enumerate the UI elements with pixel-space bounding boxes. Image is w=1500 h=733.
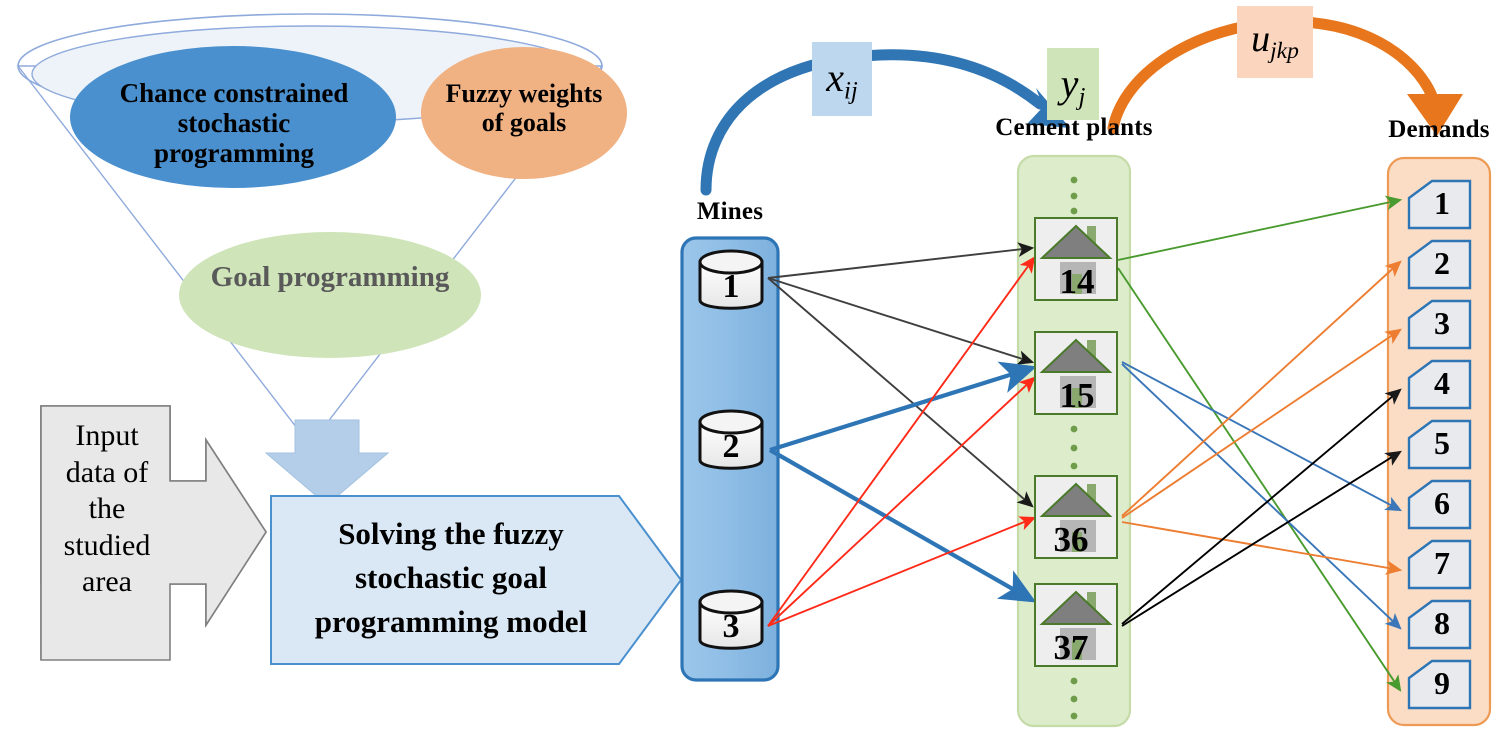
- link-plant15-demand6: [1121, 361, 1403, 512]
- link-mine2-plant15: [769, 361, 1037, 453]
- demand-label-8: 8: [1434, 605, 1450, 641]
- input-data-arrow-final: [40, 405, 267, 661]
- demand-label-9: 9: [1434, 665, 1450, 701]
- variable-label-u-jkp: ujkp: [1251, 18, 1299, 65]
- plant-label-37: 37: [1053, 628, 1089, 667]
- plants-ellipsis-top: [1070, 176, 1078, 215]
- demand-label-1: 1: [1434, 185, 1450, 221]
- demand-node-1: [1407, 179, 1472, 230]
- plant-node-36[interactable]: [1034, 475, 1118, 559]
- demand-label-4: 4: [1434, 365, 1450, 401]
- link-mine3-plant36: [767, 516, 1037, 627]
- plants-ellipsis-bottom: [1070, 677, 1078, 720]
- ellipse-fuzzy-label: Fuzzy weights of goals: [445, 79, 603, 138]
- ellipse-chance-label: Chance constrained stochastic programmin…: [119, 78, 349, 169]
- demand-node-4: [1407, 359, 1472, 410]
- plant-label-15: 15: [1059, 376, 1095, 415]
- link-plant37-demand5: [1121, 450, 1402, 627]
- mine-label-3: 3: [722, 608, 740, 645]
- link-plant36-demand2: [1121, 260, 1402, 517]
- link-plant37-demand4: [1121, 388, 1402, 625]
- demand-node-7: [1407, 539, 1472, 590]
- link-mine1-plant15: [767, 277, 1035, 365]
- demand-label-7: 7: [1434, 545, 1450, 581]
- link-mine2-plant37: [768, 448, 1037, 603]
- demand-label-2: 2: [1434, 245, 1450, 281]
- variable-label-x-ij: xij: [826, 55, 858, 105]
- link-plant36-demand3: [1121, 328, 1402, 519]
- link-mine3-plant15: [767, 376, 1036, 627]
- plant-node-37[interactable]: [1034, 583, 1118, 667]
- demands-title: Demands: [1388, 116, 1490, 143]
- plant-label-36: 36: [1053, 520, 1089, 559]
- plant-node-15[interactable]: [1034, 331, 1118, 415]
- ellipse-chance-constrained: [70, 46, 396, 188]
- link-plant14-demand1: [1117, 195, 1403, 261]
- mine-label-1: 1: [722, 268, 740, 305]
- demand-label-6: 6: [1434, 485, 1450, 521]
- link-plant14-demand9: [1117, 267, 1402, 692]
- demand-node-8: [1407, 599, 1472, 650]
- mine-label-2: 2: [722, 428, 740, 465]
- cement-plants-title: Cement plants: [995, 114, 1153, 141]
- mine-node-1[interactable]: [698, 249, 764, 310]
- demand-node-5: [1407, 419, 1472, 470]
- ellipse-goal-programming: [179, 232, 481, 358]
- mine-node-3[interactable]: [698, 589, 764, 650]
- plants-ellipsis-mid: [1070, 425, 1078, 470]
- input-data-label: Input data of the studied area: [63, 419, 151, 599]
- demand-node-2: [1407, 239, 1472, 290]
- demand-label-3: 3: [1434, 305, 1450, 341]
- demand-node-3: [1407, 299, 1472, 350]
- variable-box-y-j: [1047, 48, 1099, 120]
- plants-to-demands-links: [1117, 195, 1403, 692]
- variable-label-y-j: yj: [1060, 61, 1086, 111]
- link-mine1-plant14: [767, 242, 1035, 279]
- u-jkp-curve-arrowhead: [1407, 94, 1463, 136]
- plant-node-14[interactable]: [1034, 217, 1118, 301]
- demand-label-5: 5: [1434, 425, 1450, 461]
- funnel-to-model-arrow: [264, 419, 390, 506]
- demand-node-6: [1407, 479, 1472, 530]
- model-block-shape: [270, 495, 683, 665]
- model-block-label: Solving the fuzzy stochastic goal progra…: [314, 516, 588, 640]
- link-plant36-demand7: [1121, 521, 1403, 575]
- link-mine1-plant36: [767, 277, 1034, 508]
- mine-node-2[interactable]: [698, 409, 764, 470]
- ellipse-fuzzy-weights: [421, 47, 627, 179]
- variable-box-u-jkp: [1237, 6, 1313, 78]
- variable-box-x-ij: [812, 42, 872, 116]
- plant-label-14: 14: [1059, 262, 1095, 301]
- demand-node-9: [1407, 659, 1472, 710]
- mines-to-plants-links: [767, 242, 1037, 627]
- link-plant15-demand8: [1121, 363, 1402, 630]
- demand-nodes[interactable]: [1407, 179, 1472, 710]
- link-mine3-plant14: [767, 256, 1036, 627]
- mines-title: Mines: [696, 198, 764, 225]
- ellipse-goal-label: Goal programming: [210, 261, 450, 293]
